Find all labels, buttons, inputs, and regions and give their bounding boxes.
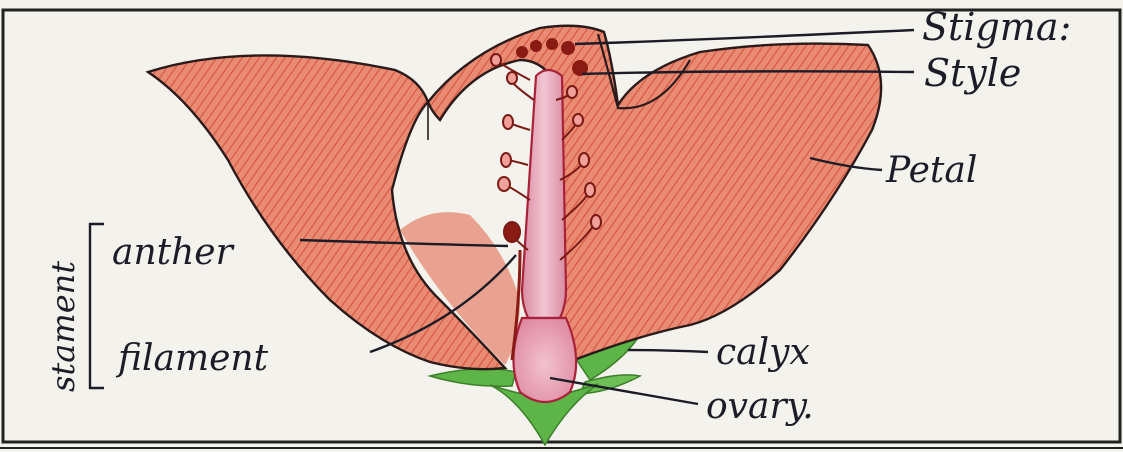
label-calyx: calyx — [716, 332, 810, 373]
label-ovary: ovary. — [706, 386, 814, 427]
label-style: Style — [924, 51, 1021, 95]
label-stamen-group: stament — [44, 261, 82, 392]
label-filament: filament — [115, 338, 269, 379]
label-stigma: Stigma: — [922, 5, 1071, 49]
label-petal: Petal — [885, 150, 977, 191]
label-anther: anther — [112, 232, 235, 273]
ovary-shape — [513, 318, 576, 402]
